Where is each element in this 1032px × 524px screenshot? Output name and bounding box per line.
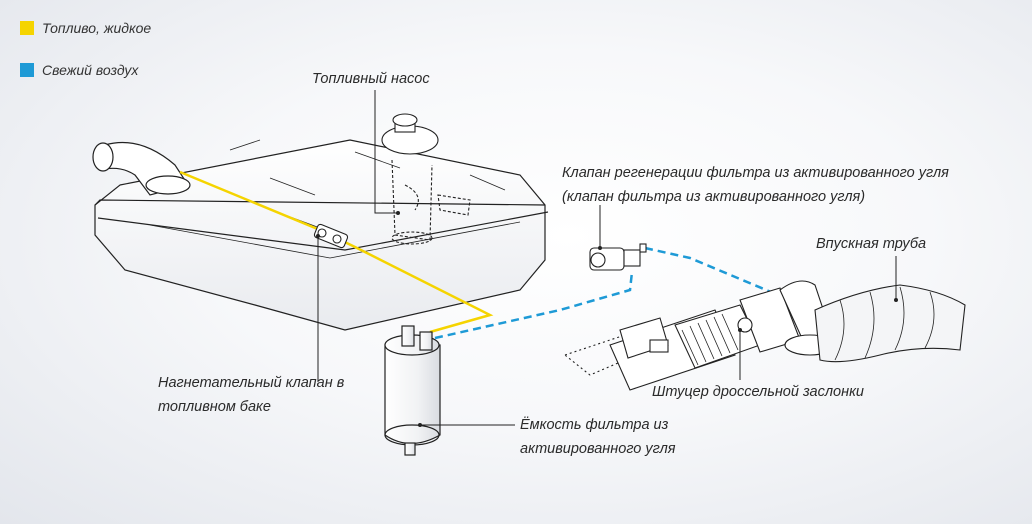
filler-neck	[92, 141, 191, 196]
legend-swatch-fuel	[20, 21, 34, 35]
air-line	[434, 271, 634, 340]
legend-swatch-air	[20, 63, 34, 77]
label-regen-valve-1: Клапан регенерации фильтра из активирова…	[562, 165, 949, 181]
fuel-line	[179, 170, 494, 334]
label-pressure-valve-2: топливном баке	[158, 399, 271, 415]
pressure-valve	[313, 223, 349, 249]
leader-lines	[317, 90, 897, 426]
fuel-pump	[381, 113, 471, 245]
intake-pipe	[814, 284, 966, 363]
label-canister-1: Ёмкость фильтра из	[520, 417, 669, 433]
legend-label-air: Свежий воздух	[42, 62, 139, 78]
throttle-assembly	[563, 280, 836, 391]
label-canister-2: активированного угля	[520, 441, 676, 457]
legend-fuel: Топливо, жидкое	[20, 20, 151, 36]
label-fuel-pump: Топливный насос	[312, 71, 430, 87]
label-pressure-valve-1: Нагнетательный клапан в	[158, 375, 345, 391]
label-throttle-fitting: Штуцер дроссельной заслонки	[652, 384, 864, 400]
air-line-2	[644, 246, 791, 302]
legend-air: Свежий воздух	[20, 62, 138, 78]
label-intake-pipe: Впускная труба	[816, 236, 927, 252]
canister	[384, 325, 441, 456]
regen-valve	[589, 243, 647, 271]
label-regen-valve-2: (клапан фильтра из активированного угля)	[562, 189, 866, 205]
legend-label-fuel: Топливо, жидкое	[42, 20, 152, 36]
